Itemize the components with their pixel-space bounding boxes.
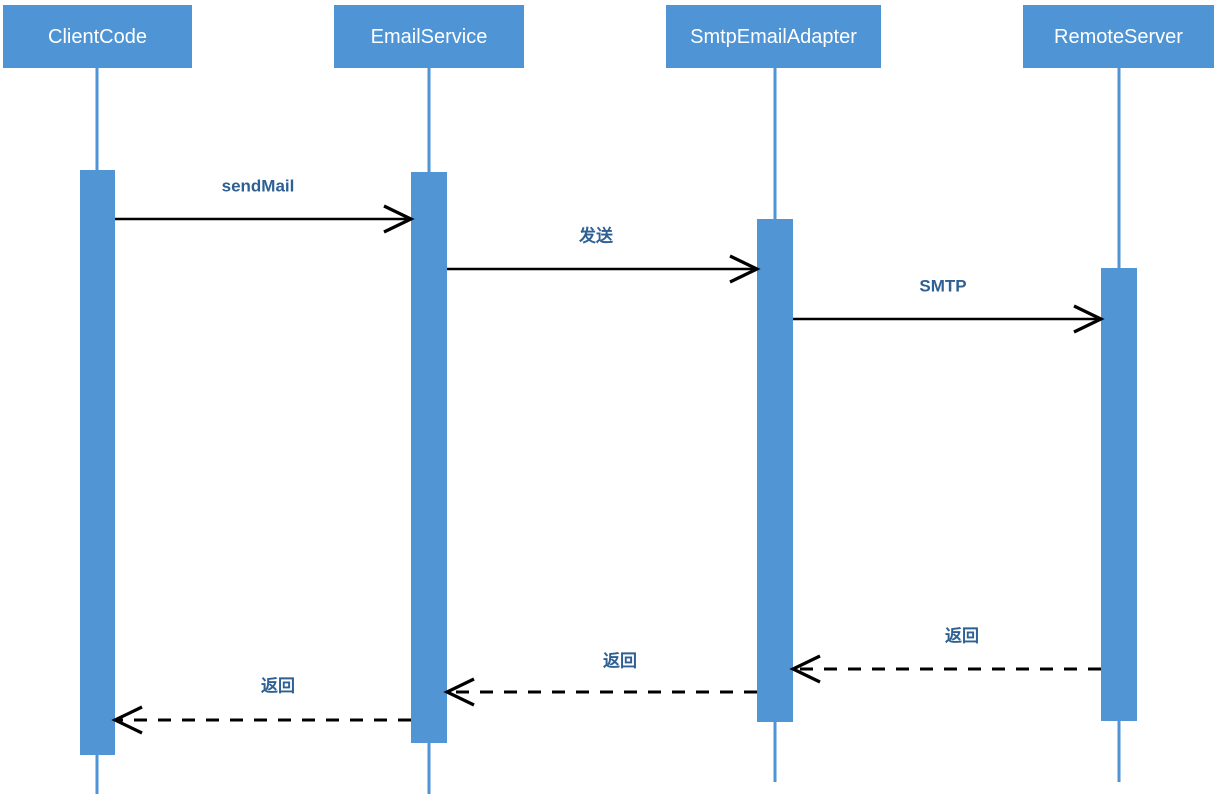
activation-bar-email xyxy=(411,172,447,743)
participant-label-email: EmailService xyxy=(371,26,488,48)
message-label-2: 发送 xyxy=(578,225,614,245)
message-label-1: sendMail xyxy=(222,176,295,195)
participant-label-smtp: SmtpEmailAdapter xyxy=(690,26,857,48)
participant-box-remote[interactable] xyxy=(1023,5,1214,68)
message-3-smtp-to-remote: SMTP xyxy=(793,276,1105,334)
participant-label-remote: RemoteServer xyxy=(1054,26,1183,48)
participant-label-client: ClientCode xyxy=(48,26,147,48)
arrowhead-6 xyxy=(111,705,143,735)
activation-bar-client xyxy=(80,170,115,755)
message-6-email-to-client: 返回 xyxy=(111,676,411,735)
activation-bar-smtp xyxy=(757,219,793,722)
arrowhead-3 xyxy=(1073,304,1105,334)
message-2-email-to-smtp: 发送 xyxy=(447,225,761,284)
arrowhead-4 xyxy=(789,654,821,684)
activations-layer xyxy=(80,170,1137,755)
activation-bar-remote xyxy=(1101,268,1137,721)
participant-box-email[interactable] xyxy=(334,5,524,68)
arrowhead-1 xyxy=(383,204,415,234)
participant-box-client[interactable] xyxy=(3,5,192,68)
message-label-4: 返回 xyxy=(945,626,979,645)
message-label-3: SMTP xyxy=(919,276,966,295)
message-5-smtp-to-email: 返回 xyxy=(443,651,757,707)
message-1-client-to-email: sendMail xyxy=(115,176,415,234)
message-label-6: 返回 xyxy=(261,676,295,695)
arrowhead-2 xyxy=(729,254,761,284)
arrowhead-5 xyxy=(443,677,475,707)
participants-layer: ClientCode EmailService SmtpEmailAdapter Re… xyxy=(3,5,1214,68)
participant-box-smtp[interactable] xyxy=(666,5,881,68)
message-label-5: 返回 xyxy=(603,651,637,670)
message-4-remote-to-smtp: 返回 xyxy=(789,626,1101,684)
